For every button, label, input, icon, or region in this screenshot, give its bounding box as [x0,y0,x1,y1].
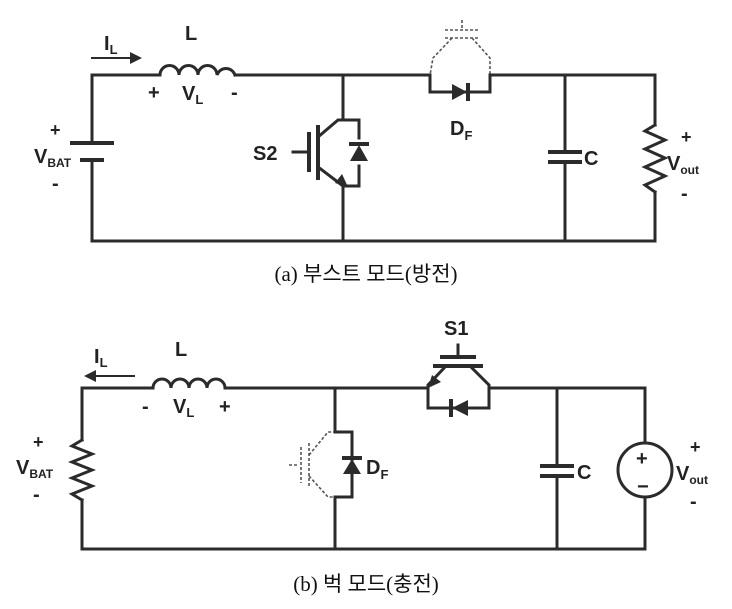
inductor-minus-sign-b: - [142,396,149,418]
inductor-voltage-label: VL [182,83,203,107]
output-minus-sign-b: - [690,491,697,513]
output-minus-sign: - [681,183,688,205]
diode-df-b [333,430,362,499]
capacitor [548,150,582,164]
load-resistor [641,122,669,195]
capacitor-b [540,464,574,478]
capacitor-label: C [584,148,598,170]
switch-s2-label: S2 [253,143,277,165]
current-arrow-left [84,370,135,382]
output-plus-sign: + [681,127,692,147]
battery-symbol [70,141,114,162]
ghost-switch-s1 [429,20,491,76]
s1-diode-triangle [452,400,468,416]
inductor-label-b: L [175,339,187,361]
buck-mode-circuit: IL L VL - + VBAT + - DF [16,318,708,551]
output-voltage-label-b: Vout [676,463,708,487]
inductor-coil-b [151,377,227,390]
boost-mode-circuit: IL L VL + - VBAT + - S2 [34,20,699,243]
current-label: IL [104,33,118,57]
diode-df [428,73,492,101]
battery-resistor [67,437,97,503]
battery-minus-sign-b: - [33,484,40,506]
current-label-b: IL [94,346,108,370]
s2-diode-triangle [350,145,368,161]
source-plus-sign: + [636,448,648,470]
inductor-plus-sign-b: + [219,396,231,418]
inductor-plus-sign: + [148,82,160,104]
inductor-coil [158,64,237,77]
output-voltage-label: Vout [667,153,699,177]
igbt-switch-s2 [291,118,369,188]
battery-plus-sign-b: + [33,432,44,452]
battery-plus-sign: + [50,120,61,140]
current-arrow [91,52,142,64]
inductor-minus-sign: - [231,82,238,104]
diode-df-label-b: DF [366,457,388,482]
source-minus-sign: − [637,476,649,498]
buck-wires [80,386,647,551]
caption-boost-mode: (a) 부스트 모드(방전) [274,262,458,286]
boost-wires [90,73,657,243]
output-plus-sign-b: + [690,437,701,457]
ghost-switch-s2 [289,431,335,498]
battery-minus-sign: - [52,173,59,195]
battery-label-b: VBAT [16,457,54,481]
inductor-voltage-label-b: VL [173,396,194,420]
switch-s1-label: S1 [444,318,468,340]
igbt-switch-s1 [426,343,491,417]
battery-label: VBAT [34,146,72,170]
voltage-source: + − [616,441,674,499]
diode-df-label: DF [450,118,472,143]
inductor-label: L [185,23,197,45]
capacitor-label-b: C [577,462,591,484]
caption-buck-mode: (b) 벅 모드(충전) [293,572,439,596]
